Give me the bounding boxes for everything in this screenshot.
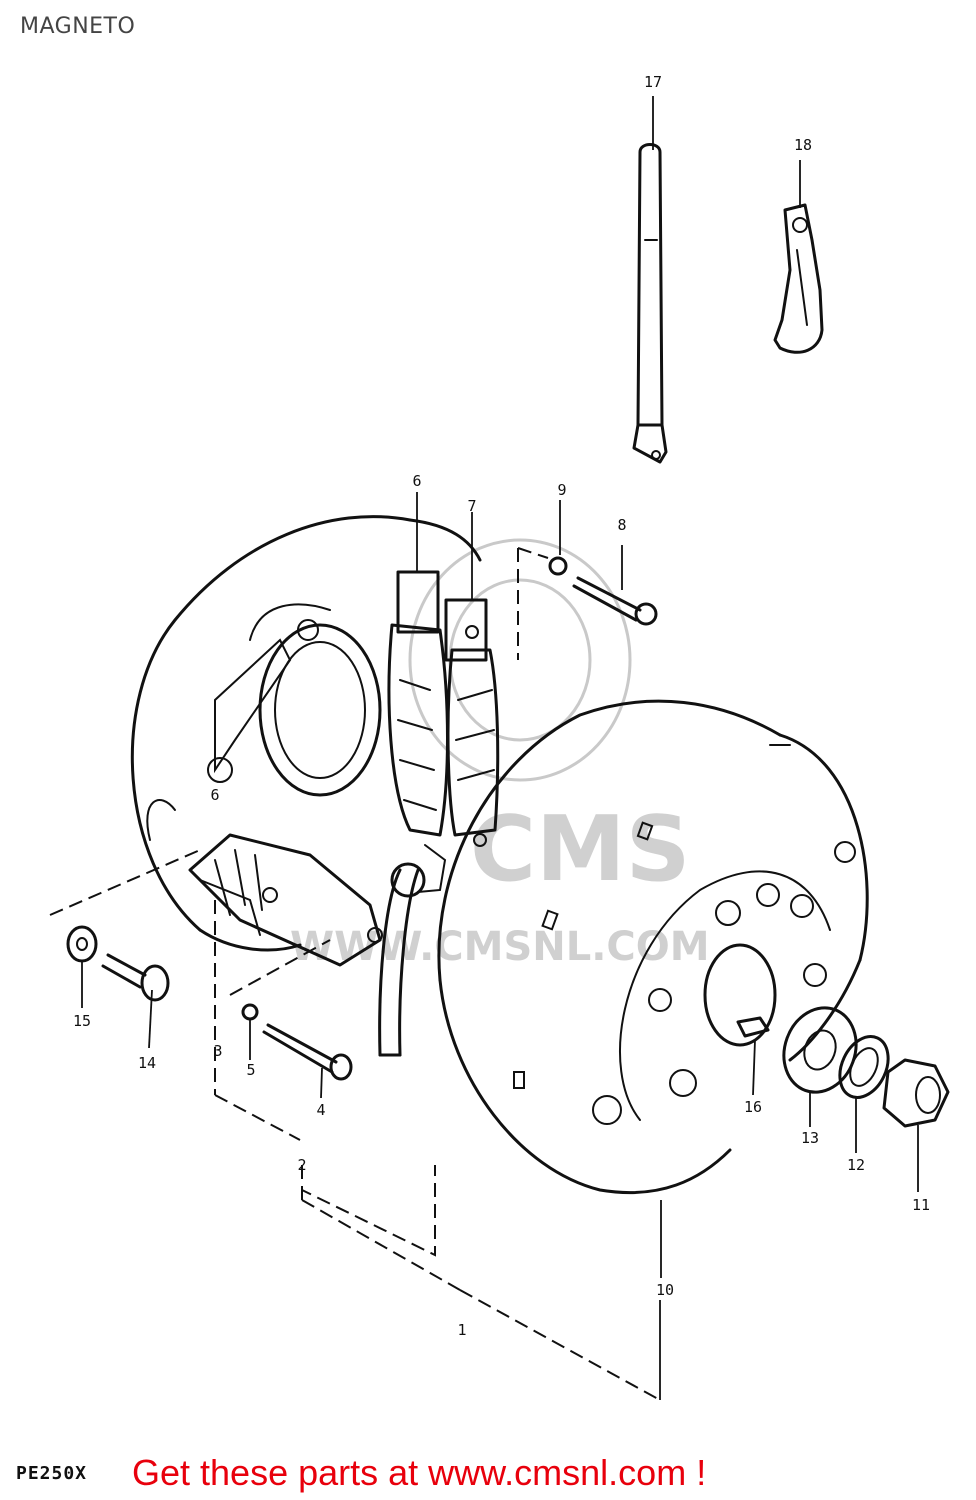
rotor-puller[interactable] <box>632 143 668 464</box>
callout-9: 9 <box>557 481 566 499</box>
leader-lines <box>81 96 919 1400</box>
screw-8[interactable] <box>572 576 658 626</box>
callout-14: 14 <box>138 1054 156 1072</box>
assembly-line-1 <box>459 1289 661 1401</box>
cms-watermark: CMS WWW.CMSNL.COM <box>290 538 710 970</box>
assembly-line-9b <box>517 547 549 559</box>
assembly-bracket-2 <box>301 1165 436 1257</box>
callout-15: 15 <box>73 1012 91 1030</box>
washer-9[interactable] <box>548 556 568 576</box>
diagram-title: MAGNETO <box>20 14 136 39</box>
callout-5: 5 <box>246 1061 255 1079</box>
stator-plate[interactable] <box>130 515 482 952</box>
washer-15[interactable] <box>66 925 98 963</box>
assembly-line-1b <box>301 1199 461 1291</box>
callout-11: 11 <box>912 1196 930 1214</box>
callout-10: 10 <box>656 1281 674 1299</box>
callout-2: 2 <box>297 1156 306 1174</box>
callout-labels: 1 2 3 4 5 6 6 7 8 9 10 11 12 13 14 15 16… <box>73 73 930 1339</box>
screw-14[interactable] <box>101 953 170 1002</box>
callout-6-plate: 6 <box>210 786 219 804</box>
wire-lead <box>378 844 447 1057</box>
callout-18: 18 <box>794 136 812 154</box>
ignition-coil[interactable] <box>387 570 500 847</box>
assembly-line-2 <box>214 1094 301 1141</box>
callout-7: 7 <box>467 497 476 515</box>
washer-5[interactable] <box>241 1003 259 1021</box>
rotor-holder[interactable] <box>773 203 824 354</box>
callout-13: 13 <box>801 1129 819 1147</box>
callout-4: 4 <box>316 1101 325 1119</box>
flywheel-rotor[interactable] <box>437 699 869 1195</box>
promo-link[interactable]: Get these parts at www.cmsnl.com ! <box>132 1452 707 1493</box>
callout-1: 1 <box>457 1321 466 1339</box>
assembly-line-15 <box>49 849 201 916</box>
watermark-url: WWW.CMSNL.COM <box>290 924 710 970</box>
model-code: PE250X <box>16 1463 88 1484</box>
woodruff-key[interactable] <box>736 1016 770 1038</box>
watermark-brand: CMS <box>470 797 690 902</box>
callout-6: 6 <box>412 472 421 490</box>
callout-12: 12 <box>847 1156 865 1174</box>
lock-washer[interactable] <box>831 1029 898 1106</box>
callout-17: 17 <box>644 73 662 91</box>
callout-8: 8 <box>617 516 626 534</box>
assembly-line-5 <box>229 939 331 996</box>
callout-16: 16 <box>744 1098 762 1116</box>
washer[interactable] <box>772 998 867 1103</box>
nut[interactable] <box>882 1058 950 1128</box>
lighting-coil[interactable] <box>188 833 383 967</box>
callout-3: 3 <box>213 1042 222 1060</box>
screw-4[interactable] <box>262 1023 353 1081</box>
